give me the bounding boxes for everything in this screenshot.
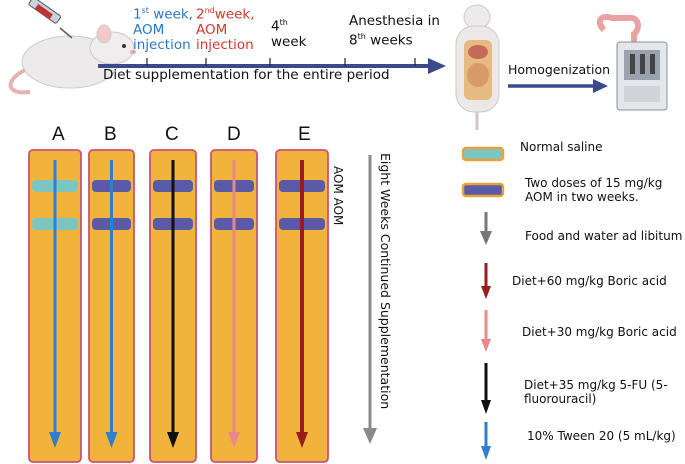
rat-syringe-illustration [8, 0, 136, 95]
dissected-rat-illustration [455, 4, 500, 130]
anesthesia-label: Anesthesia in 8th weeks [349, 13, 440, 49]
aom-labels: AOM AOM [331, 166, 345, 226]
group-arrowhead [228, 432, 240, 448]
legend-arrow-black [481, 363, 491, 414]
legend-arrow-blue [481, 422, 491, 460]
legend-text-food-water: Food and water ad libitum [525, 229, 683, 243]
legend-text-saline: Normal saline [520, 140, 603, 154]
group-arrowhead [167, 432, 179, 448]
group-label-e: E [298, 124, 311, 145]
legend-text-aom: Two doses of 15 mg/kg AOM in two weeks. [525, 176, 663, 204]
legend-text-5fu: Diet+35 mg/kg 5-FU (5- fluorouracil) [524, 378, 668, 406]
group-columns [28, 149, 329, 463]
group-column-b [88, 149, 135, 463]
diet-supplementation-label: Diet supplementation for the entire peri… [103, 67, 390, 83]
supplementation-label: Eight Weeks Continued Supplementation [378, 153, 393, 410]
top-illustration [8, 0, 668, 130]
group-column-d [210, 149, 258, 463]
legend-text-tween: 10% Tween 20 (5 mL/kg) [527, 429, 676, 443]
legend-arrow-pink [481, 310, 491, 352]
group-label-b: B [104, 124, 117, 145]
legend-text-boric-30: Diet+30 mg/kg Boric acid [522, 325, 677, 339]
group-column-e [275, 149, 329, 463]
group-label-d: D [227, 124, 241, 145]
homogenizer-machine-illustration [616, 41, 668, 111]
group-arrowhead [105, 432, 118, 448]
group-label-a: A [52, 124, 65, 145]
group-arrowhead [296, 432, 308, 448]
group-column-a [28, 149, 82, 463]
saline-swatch [461, 146, 505, 162]
legend-markers [461, 146, 505, 460]
legend-arrow-darkred [481, 263, 491, 299]
week1-label: 1st week, AOM injection [133, 6, 193, 53]
supplementation-arrow [363, 155, 377, 444]
homogenization-label: Homogenization [508, 62, 611, 77]
legend-arrow-gray [480, 212, 492, 245]
week4-label: 4th week [271, 18, 307, 50]
group-arrowhead [49, 432, 61, 448]
group-column-c [149, 149, 197, 463]
colon-icon [596, 14, 641, 48]
group-label-c: C [165, 124, 179, 145]
week2-label: 2ndweek, AOM injection [196, 6, 255, 53]
legend-text-boric-60: Diet+60 mg/kg Boric acid [512, 274, 667, 288]
aom-swatch [461, 182, 505, 198]
